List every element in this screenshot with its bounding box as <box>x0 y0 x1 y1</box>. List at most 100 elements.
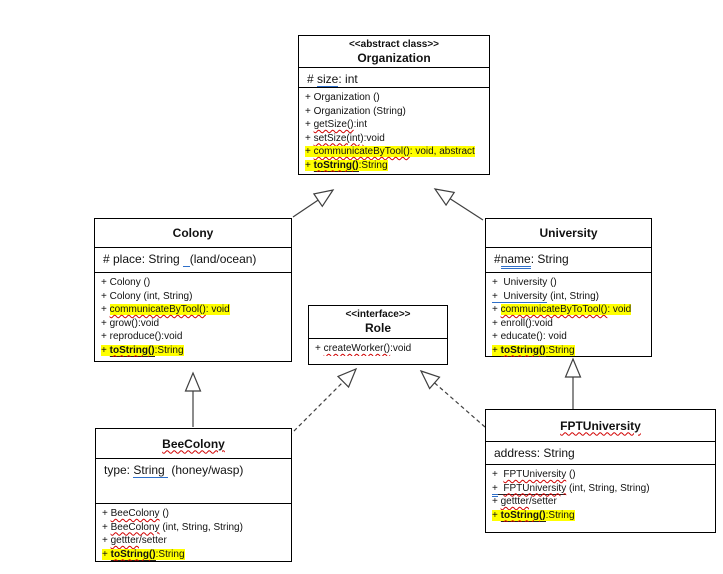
text-segment: (int, String) <box>547 290 599 302</box>
class-university[interactable]: University#name: String + University () + … <box>485 218 652 357</box>
text-segment: + Organization (String) <box>305 105 406 117</box>
method-row: + BeeColony (int, String, String) <box>102 521 287 535</box>
edge-line <box>434 382 486 428</box>
text-segment: createWorker() <box>323 343 391 354</box>
text-segment: # <box>307 72 318 86</box>
text-segment: : void, abstract <box>409 146 475 157</box>
method-row: + FPTUniversity () <box>492 468 711 482</box>
text-segment: + <box>492 496 501 507</box>
class-colony[interactable]: Colony # place: String (land/ocean) + Colo… <box>94 218 292 362</box>
text-segment: /setter <box>138 535 167 546</box>
method-row: + toString():String <box>492 509 711 523</box>
method-row: + toString():String <box>305 159 485 173</box>
field-row: # place: String (land/ocean) <box>103 251 285 267</box>
method-row: + communicateByTool(): void <box>101 303 287 317</box>
text-segment: gettter <box>500 496 529 507</box>
method-row: + getSize():int <box>305 118 485 132</box>
method-row: + University () <box>492 276 647 290</box>
text-segment: toString() <box>500 344 546 357</box>
text-segment: setSize(int) <box>313 132 364 144</box>
edge-line <box>449 198 484 221</box>
text-segment: toString() <box>110 548 156 561</box>
text-segment: (int, String, String) <box>566 482 650 494</box>
fields-compartment: # size: int <box>299 68 489 88</box>
text-segment: : int <box>338 72 358 86</box>
method-row: + Colony (int, String) <box>101 290 287 304</box>
methods-compartment: + BeeColony () + BeeColony (int, String, … <box>96 504 291 561</box>
text-segment: :void <box>390 343 412 354</box>
text-segment: /setter <box>528 496 557 507</box>
text-segment: :void <box>363 132 385 144</box>
class-role[interactable]: <<interface>>Role+ createWorker():void <box>308 305 448 365</box>
class-name: FPTUniversity <box>560 418 641 433</box>
text-segment: + <box>101 344 110 356</box>
methods-compartment: + Organization ()+ Organization (String)… <box>299 88 489 172</box>
text-segment: + <box>305 119 314 130</box>
field-row: address: String <box>494 445 709 461</box>
text-segment: communicateByToTool() <box>500 304 608 315</box>
fields-compartment: type: String (honey/wasp) <box>96 459 291 504</box>
edge-fptuniversity-implements-role[interactable] <box>419 369 486 428</box>
text-segment: String <box>133 463 169 478</box>
text-segment: + <box>492 482 498 497</box>
edge-colony-extends-organization[interactable] <box>292 189 335 218</box>
text-segment: + <box>492 344 501 356</box>
text-segment: communicateByTool() <box>313 146 410 157</box>
text-segment: + reproduce():void <box>101 331 183 342</box>
text-segment: : void <box>205 304 230 315</box>
methods-compartment: + Colony ()+ Colony (int, String)+ commu… <box>95 273 291 357</box>
method-row: + communicateByToTool(): void <box>492 303 647 317</box>
method-row: + toString():String <box>492 344 647 358</box>
class-stereotype: <<interface>> <box>345 309 411 320</box>
class-beecolony[interactable]: BeeColony type: String (honey/wasp) + BeeC… <box>95 428 292 562</box>
edge-beecolony-extends-colony[interactable] <box>184 371 202 427</box>
field-row: type: String (honey/wasp) <box>104 462 285 478</box>
text-segment: + <box>102 521 111 533</box>
method-row: + Colony () <box>101 276 287 290</box>
text-segment: + <box>305 132 314 144</box>
class-title-compartment: University <box>486 219 651 248</box>
text-segment: # <box>494 252 501 266</box>
text-segment: getSize() <box>313 119 354 130</box>
class-title-compartment: FPTUniversity <box>486 410 715 442</box>
class-name: Colony <box>172 226 214 240</box>
text-segment: toString() <box>500 509 546 522</box>
class-stereotype: <<abstract class>> <box>348 38 440 50</box>
method-row: + University (int, String) <box>492 290 647 304</box>
text-segment: + Colony (int, String) <box>101 290 193 302</box>
fields-compartment: # place: String (land/ocean) <box>95 248 291 273</box>
field-row: # size: int <box>307 71 483 87</box>
method-row: + grow():void <box>101 317 287 331</box>
class-name: BeeColony <box>162 436 225 451</box>
edge-beecolony-implements-role[interactable] <box>288 367 358 437</box>
text-segment: :String <box>545 509 575 521</box>
text-segment: FPTUniversity <box>503 469 567 480</box>
method-row: + toString():String <box>101 344 287 358</box>
hollow-triangle-arrowhead <box>433 188 456 207</box>
fields-compartment: #name: String <box>486 248 651 273</box>
edge-fptuniversity-extends-university[interactable] <box>564 357 582 409</box>
text-segment: : void <box>607 304 632 315</box>
edge-university-extends-organization[interactable] <box>433 188 484 221</box>
class-fptuniversity[interactable]: FPTUniversity address: String + FPTUnivers… <box>485 409 716 533</box>
text-segment: size <box>317 72 339 87</box>
text-segment: address: String <box>494 446 575 460</box>
hollow-triangle-arrowhead <box>336 367 358 389</box>
text-segment: (honey/wasp) <box>168 463 244 477</box>
method-row: + setSize(int):void <box>305 132 485 146</box>
class-organization[interactable]: <<abstract class>>Organization# size: in… <box>298 35 490 175</box>
hollow-triangle-arrowhead <box>312 189 335 208</box>
method-row: + enroll():void <box>492 317 647 331</box>
text-segment: + <box>305 159 314 171</box>
text-segment: name <box>500 252 531 269</box>
text-segment: + University () <box>492 277 557 288</box>
methods-compartment: + FPTUniversity ()+ FPTUniversity (int, … <box>486 465 715 522</box>
text-segment: () <box>566 469 576 480</box>
method-row: + reproduce():void <box>101 330 287 344</box>
hollow-triangle-arrowhead <box>419 369 441 390</box>
text-segment: + <box>102 548 111 560</box>
text-segment: BeeColony <box>110 521 160 533</box>
edge-line <box>288 381 344 437</box>
text-segment: () <box>159 508 169 519</box>
